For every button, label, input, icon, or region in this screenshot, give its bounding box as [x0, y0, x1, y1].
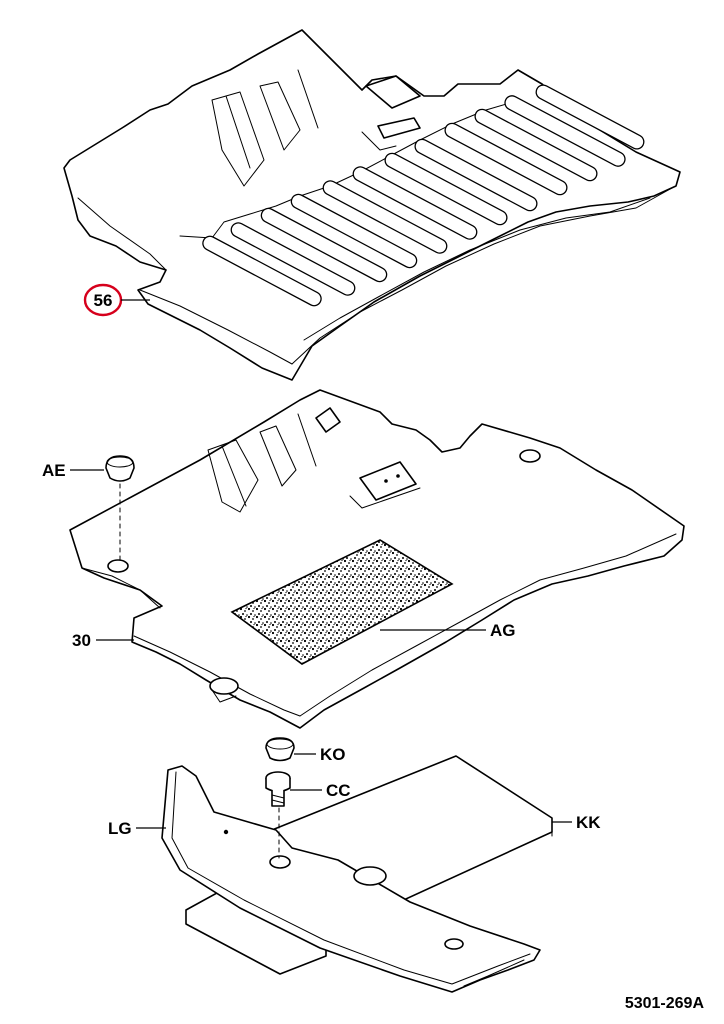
svg-text:CC: CC — [326, 781, 351, 800]
trim-panel-LG[interactable] — [161, 765, 541, 993]
callout-CC[interactable]: CC — [290, 781, 351, 800]
figure-reference-code: 5301-269A — [625, 995, 705, 1012]
svg-text:30: 30 — [72, 631, 91, 650]
callout-LG[interactable]: LG — [108, 819, 166, 838]
svg-text:LG: LG — [108, 819, 132, 838]
floor-panel-30[interactable] — [69, 389, 685, 729]
svg-text:KO: KO — [320, 745, 346, 764]
callout-56[interactable]: 56 — [83, 283, 150, 317]
callout-KK[interactable]: KK — [552, 813, 601, 832]
mat-ribs — [202, 84, 645, 307]
svg-text:56: 56 — [94, 291, 113, 310]
sound-insulation-AG — [230, 539, 454, 665]
svg-text:KK: KK — [576, 813, 601, 832]
screw-CC[interactable] — [265, 771, 291, 859]
callout-AG[interactable]: AG — [380, 621, 516, 640]
callout-KO[interactable]: KO — [294, 745, 346, 764]
plug-AE[interactable] — [105, 455, 135, 561]
plug-KO[interactable] — [265, 737, 295, 762]
callout-30[interactable]: 30 — [72, 631, 134, 650]
svg-text:AG: AG — [490, 621, 516, 640]
floor-mat-56[interactable] — [63, 29, 681, 381]
svg-text:AE: AE — [42, 461, 66, 480]
callout-AE[interactable]: AE — [42, 461, 104, 480]
